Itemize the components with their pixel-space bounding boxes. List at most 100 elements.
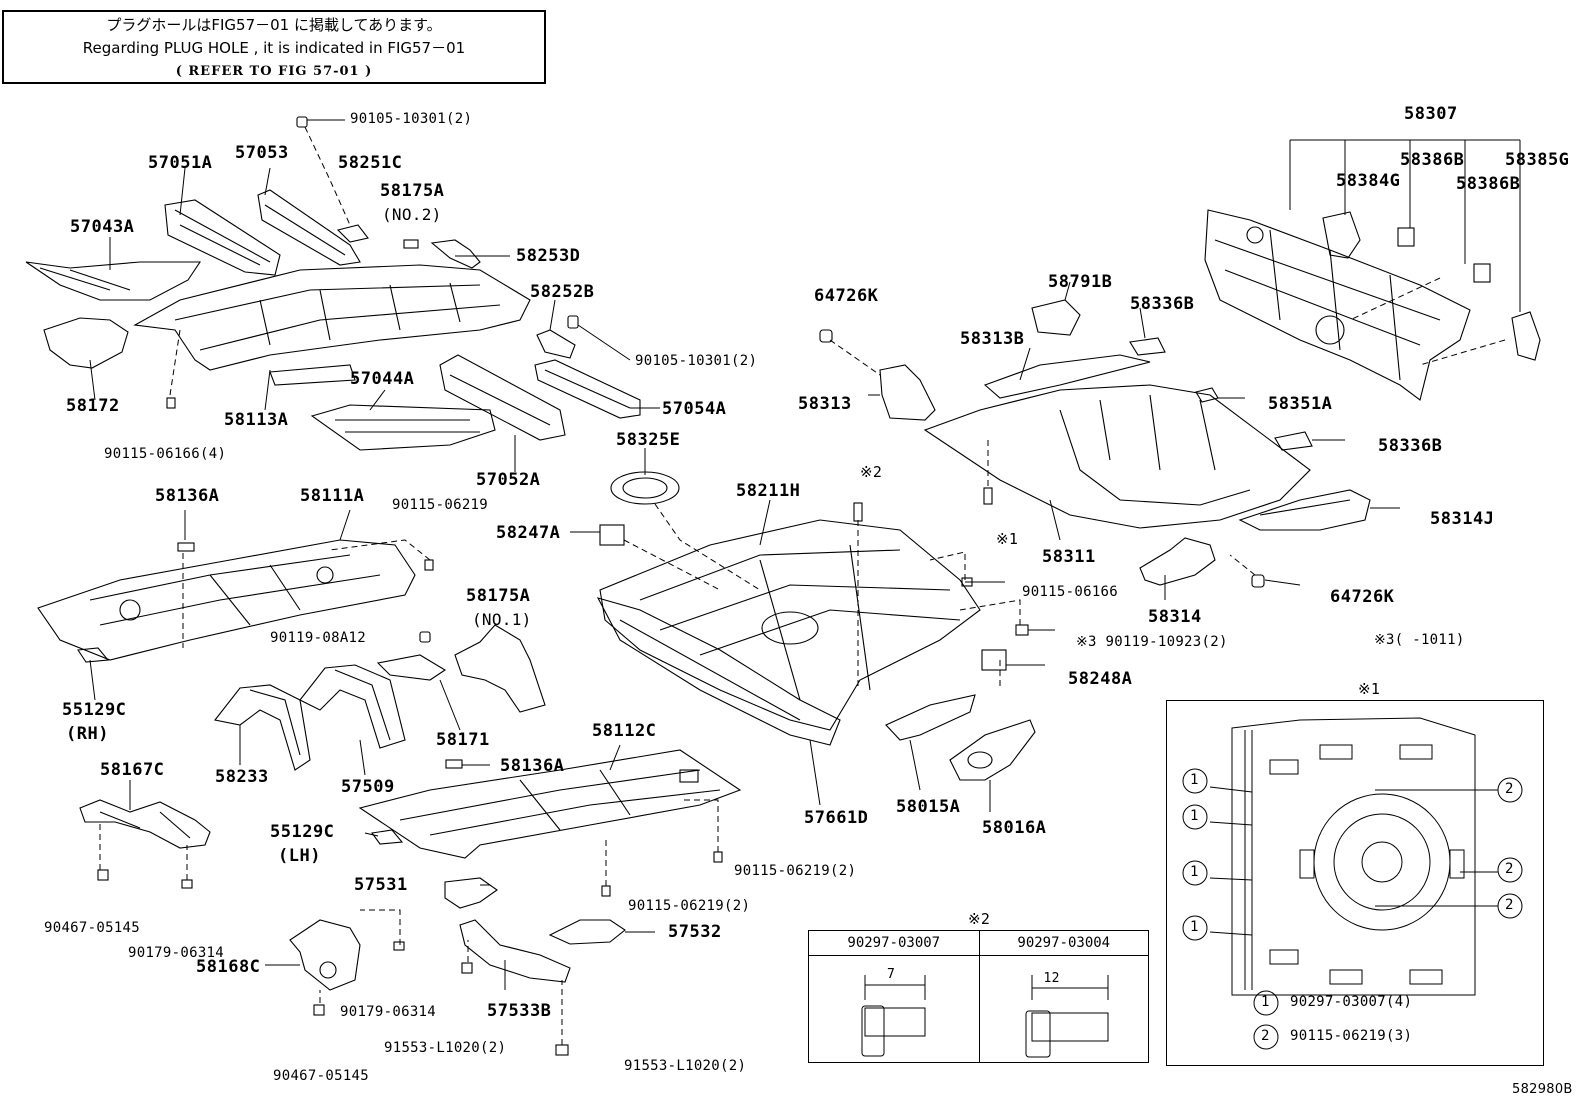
part-58015A-shape <box>885 694 976 741</box>
part-57532-shape <box>548 919 626 945</box>
detail-marker-2: 2 <box>1505 781 1514 797</box>
label-58136A-bot: 58136A <box>500 756 565 776</box>
label-57054A: 57054A <box>662 399 727 419</box>
label-90467-05145-b: 90467-05145 <box>273 1068 370 1084</box>
table-2: 90297-03007 7 90297-03004 12 <box>808 930 1149 1063</box>
label-57533B: 57533B <box>487 1001 552 1021</box>
part-58233-shape <box>214 684 311 771</box>
label-58314: 58314 <box>1148 607 1202 627</box>
part-58211H-shape <box>599 519 981 731</box>
label-90115-06219-2b: 90115-06219(2) <box>628 898 751 914</box>
label-58168C: 58168C <box>196 957 261 977</box>
table-2-column-1: 90297-03007 7 <box>809 931 979 1062</box>
detail-marker-1: 1 <box>1190 919 1199 935</box>
part-58386B-b-shape <box>1473 263 1491 283</box>
part-57531-shape <box>444 877 498 909</box>
label-58136A-top: 58136A <box>155 486 220 506</box>
label-58313: 58313 <box>798 394 852 414</box>
part-58016A-shape <box>949 719 1036 781</box>
part-58386B-a-shape <box>1397 227 1415 247</box>
label-58167C: 58167C <box>100 760 165 780</box>
part-58253D-shape <box>430 239 481 269</box>
label-58172: 58172 <box>66 396 120 416</box>
table-2-dim-1: 7 <box>887 967 896 982</box>
label-57051A: 57051A <box>148 153 213 173</box>
part-58175A-no2-shape <box>403 239 419 249</box>
label-mark-2: ※2 <box>860 463 883 481</box>
label-90105-10301-mid: 90105-10301(2) <box>635 353 758 369</box>
part-58336B-mid-shape <box>1274 431 1313 451</box>
part-57054A-shape <box>534 359 641 419</box>
label-58175A-no2: 58175A <box>380 181 445 201</box>
part-57051A-shape <box>164 199 281 276</box>
label-58111A: 58111A <box>300 486 365 506</box>
detail-marker-2: 2 <box>1505 861 1514 877</box>
part-58112C-shape <box>358 749 742 859</box>
label-58336B-mid: 58336B <box>1378 436 1443 456</box>
label-58016A: 58016A <box>982 818 1047 838</box>
part-55129C-lh-shape <box>371 829 404 845</box>
note-refer-fig: ( REFER TO FIG 57-01 ) <box>175 64 373 79</box>
label-55129C-lh: 55129C <box>270 822 335 842</box>
label-58313B: 58313B <box>960 329 1025 349</box>
label-58314J: 58314J <box>1430 509 1495 529</box>
detail-marker-1: 1 <box>1190 808 1199 824</box>
label-55129C-rh: 55129C <box>62 700 127 720</box>
part-58248A-shape <box>981 649 1007 671</box>
label-58113A: 58113A <box>224 410 289 430</box>
label-64726K-top: 64726K <box>814 286 879 306</box>
label-58112C: 58112C <box>592 721 657 741</box>
part-58791B-shape <box>1031 299 1081 336</box>
part-58336B-top-shape <box>1129 337 1166 356</box>
label-57053: 57053 <box>235 143 289 163</box>
label-90115-06166-4: 90115-06166(4) <box>104 446 227 462</box>
label-58175A-no1: 58175A <box>466 586 531 606</box>
label-58386B-a: 58386B <box>1400 150 1465 170</box>
part-58172-shape <box>43 317 129 369</box>
part-58175A-no1-shape <box>454 624 546 713</box>
label-91553-L1020-a: 91553-L1020(2) <box>384 1040 507 1056</box>
part-55129C-rh-shape <box>77 647 110 663</box>
label-90115-06166: 90115-06166 <box>1022 584 1119 600</box>
detail-marker-1: 1 <box>1190 864 1199 880</box>
label-55129C-rh-sub: (RH) <box>66 724 109 744</box>
detail-marker-1: 1 <box>1190 772 1199 788</box>
label-58211H: 58211H <box>736 481 801 501</box>
part-58251C-shape <box>336 224 369 243</box>
label-58351A: 58351A <box>1268 394 1333 414</box>
reference-note: プラグホールはFIG57－01 に掲載してあります。 Regarding PLU… <box>2 10 546 84</box>
legend-marker-1: 1 <box>1261 994 1270 1010</box>
part-58167C-shape <box>79 799 211 849</box>
part-58171-shape <box>376 654 447 681</box>
label-58251C: 58251C <box>338 153 403 173</box>
label-58386B-b: 58386B <box>1456 174 1521 194</box>
part-58313B-shape <box>983 354 1151 399</box>
label-figure-code: 582980B <box>1512 1082 1573 1097</box>
part-57053-shape <box>257 189 361 266</box>
label-57509: 57509 <box>341 777 395 797</box>
detail-1-drawing <box>1231 717 1476 996</box>
label-58175A-no1-sub: (NO.1) <box>472 610 532 629</box>
part-58311-shape <box>923 384 1311 529</box>
label-57531: 57531 <box>354 875 408 895</box>
label-90179-06314-a: 90179-06314 <box>128 945 225 961</box>
label-57044A: 57044A <box>350 369 415 389</box>
label-58385G: 58385G <box>1505 150 1570 170</box>
detail-legend-1: 90297-03007(4) <box>1290 994 1413 1010</box>
part-58252B-shape <box>536 329 576 359</box>
label-58325E: 58325E <box>616 430 681 450</box>
label-57661D: 57661D <box>804 808 869 828</box>
label-90179-06314-b: 90179-06314 <box>340 1004 437 1020</box>
part-58314J-shape <box>1238 489 1371 531</box>
part-58136A-top-shape <box>177 542 195 552</box>
note-line-jp: プラグホールはFIG57－01 に掲載してあります。 <box>106 16 442 34</box>
part-57509-shape <box>299 664 406 749</box>
label-90115-06219: 90115-06219 <box>392 497 489 513</box>
label-58233: 58233 <box>215 767 269 787</box>
detail-1-box <box>1166 700 1544 1066</box>
label-mark-3-note: ※3( -1011) <box>1374 632 1465 648</box>
part-58325E-shape <box>610 471 680 505</box>
note-line-en: Regarding PLUG HOLE , it is indicated in… <box>82 39 466 57</box>
label-57052A: 57052A <box>476 470 541 490</box>
